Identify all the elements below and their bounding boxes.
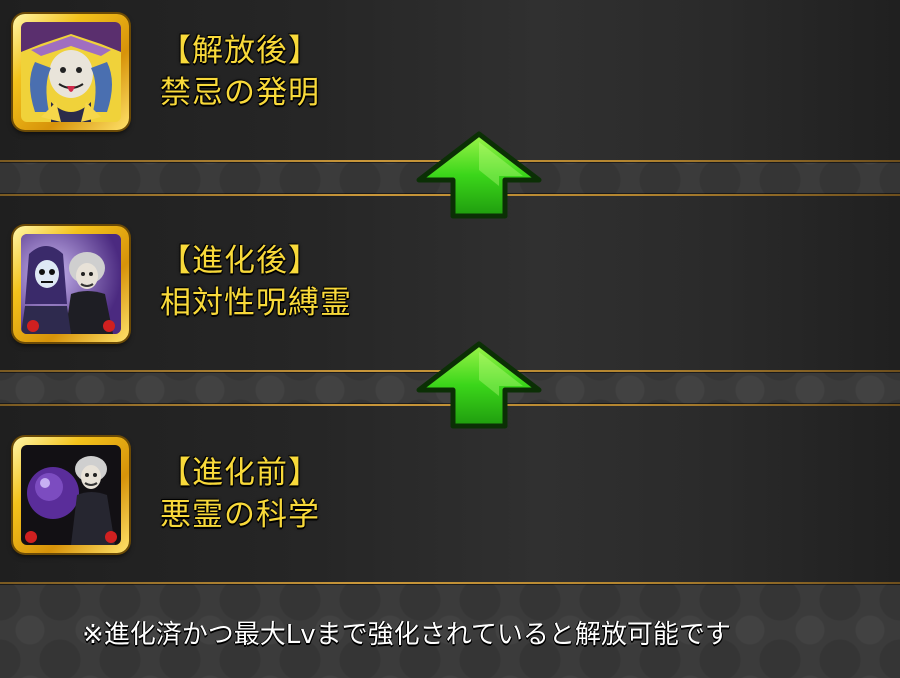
character-name: 禁忌の発明 bbox=[160, 75, 320, 111]
portrait-base-art bbox=[21, 445, 121, 545]
green-up-arrow-icon bbox=[413, 340, 545, 430]
portrait-art bbox=[21, 445, 121, 545]
portrait-art bbox=[21, 22, 121, 122]
stage-label: 【進化後】 bbox=[160, 243, 320, 279]
stage-label: 【解放後】 bbox=[160, 33, 320, 69]
release-condition-note: ※進化済かつ最大Lvまで強化されていると解放可能です bbox=[82, 620, 731, 650]
portrait-released-art bbox=[21, 22, 121, 122]
evolution-labels-base: 【進化前】 悪霊の科学 bbox=[160, 452, 320, 536]
character-portrait-evolved-icon[interactable] bbox=[13, 226, 129, 342]
stage-label: 【進化前】 bbox=[160, 455, 320, 491]
evolution-labels-released: 【解放後】 禁忌の発明 bbox=[160, 30, 320, 114]
portrait-art bbox=[21, 234, 121, 334]
green-up-arrow-icon bbox=[413, 130, 545, 220]
character-portrait-base-icon[interactable] bbox=[13, 437, 129, 553]
evolution-panel-released bbox=[0, 0, 900, 162]
evolution-panel-base bbox=[0, 404, 900, 584]
character-portrait-released-icon[interactable] bbox=[13, 14, 129, 130]
evolution-labels-evolved: 【進化後】 相対性呪縛霊 bbox=[160, 240, 352, 324]
portrait-evolved-art bbox=[21, 234, 121, 334]
character-name: 悪霊の科学 bbox=[160, 497, 320, 533]
character-name: 相対性呪縛霊 bbox=[160, 285, 352, 321]
